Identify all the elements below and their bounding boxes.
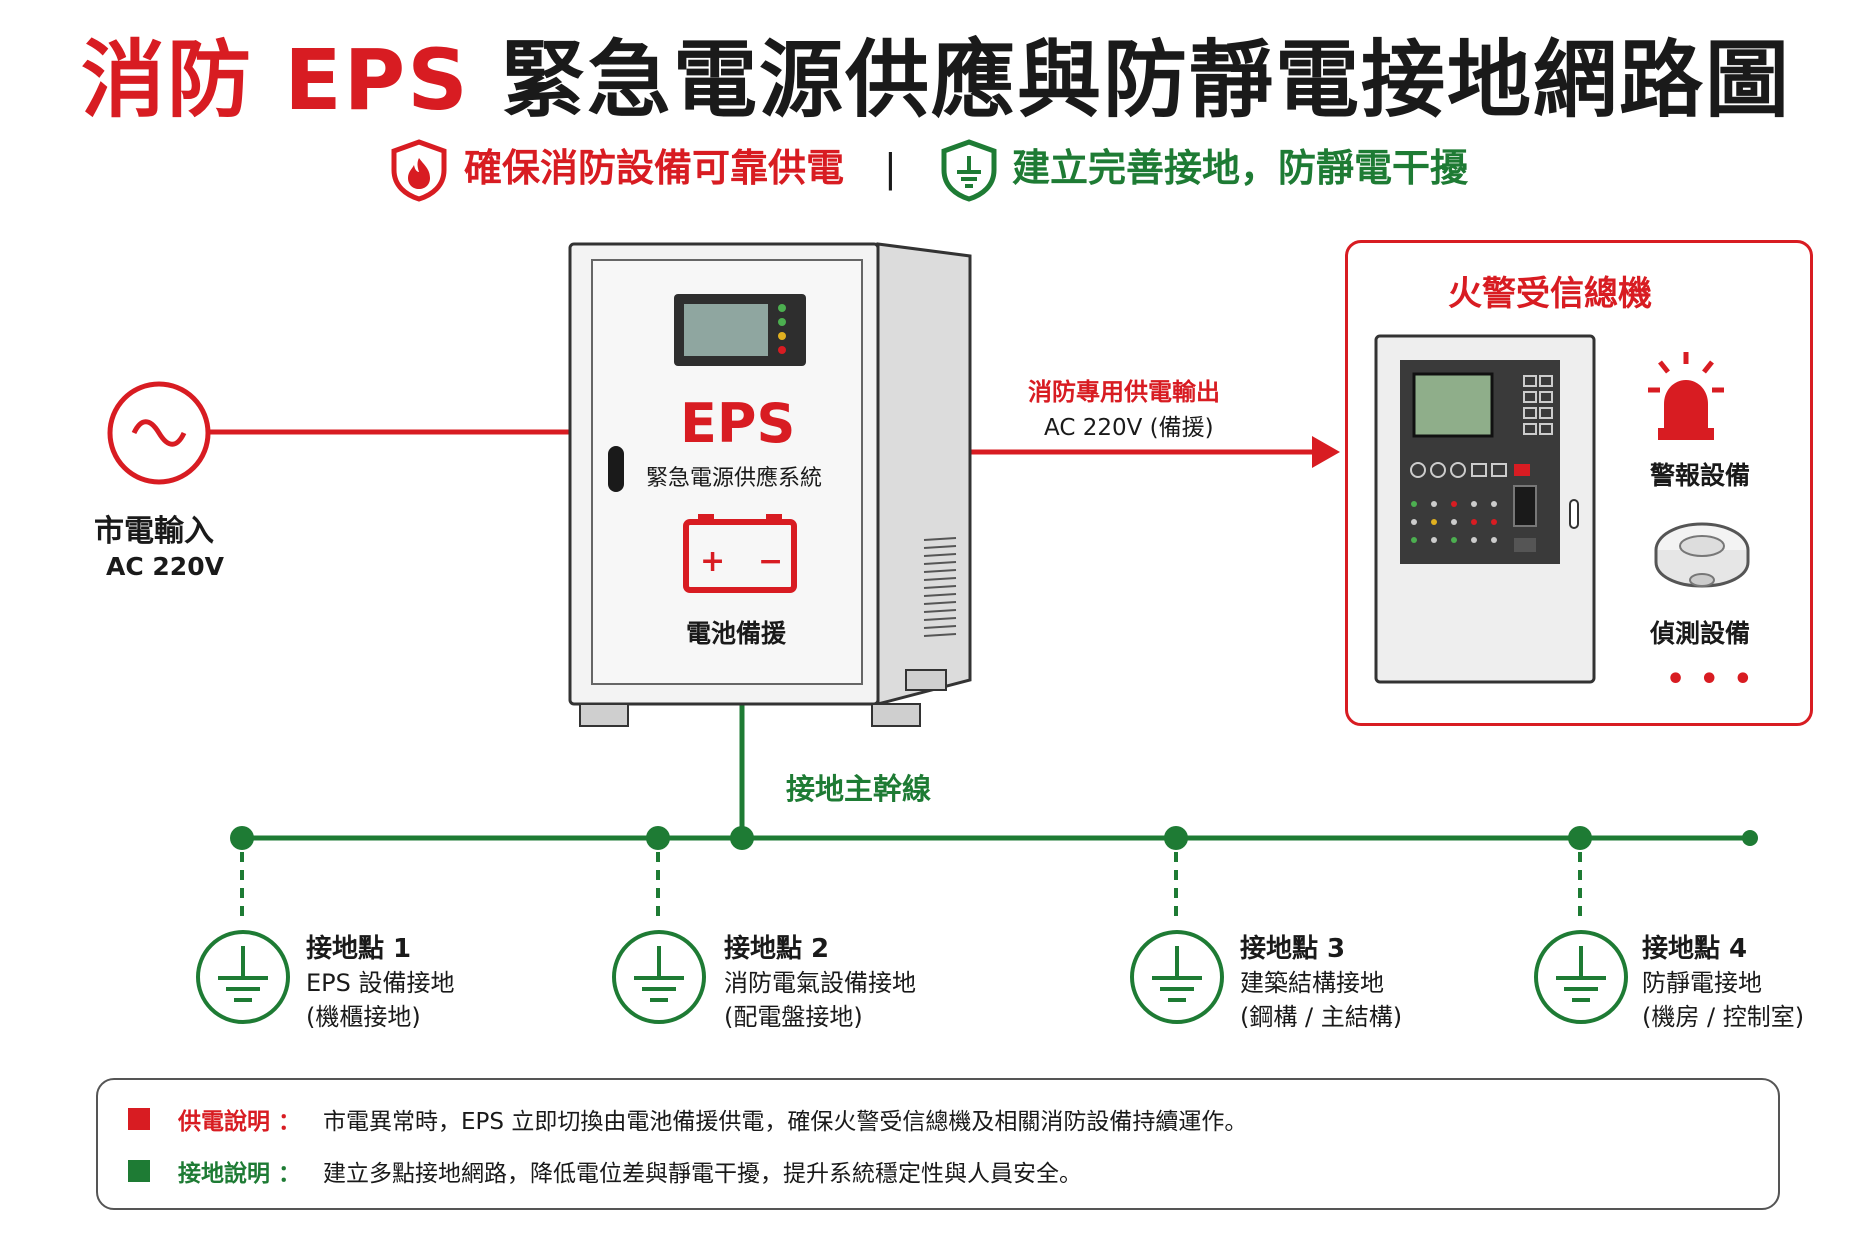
ground-symbol-icon-3	[1128, 928, 1226, 1026]
ground-point-2-line2: (配電盤接地)	[724, 1003, 863, 1031]
ground-point-1-title: 接地點 1	[306, 934, 412, 964]
battery-minus: −	[758, 544, 784, 579]
battery-plus: +	[700, 544, 726, 579]
ac-source-icon	[106, 380, 212, 486]
ground-point-3-line2: (鋼構 / 主結構)	[1240, 1003, 1403, 1031]
ground-symbol-icon-1	[194, 928, 292, 1026]
legend-ground-key: 接地說明 ：	[178, 1161, 302, 1187]
title-red-part: 消防 EPS	[81, 31, 470, 129]
ground-point-1-line2: (機櫃接地)	[306, 1003, 421, 1031]
output-arrow-head	[1312, 436, 1340, 468]
output-title: 消防專用供電輸出	[1028, 378, 1220, 406]
eps-big-label: EPS	[680, 392, 796, 455]
mains-title: 市電輸入	[94, 514, 214, 549]
ground-node-3	[1164, 826, 1188, 850]
detector-label: 偵測設備	[1650, 619, 1751, 648]
ground-node-2	[646, 826, 670, 850]
smoke-detector-icon	[1652, 516, 1752, 600]
output-voltage: AC 220V (備援)	[1044, 415, 1214, 441]
ground-point-4-line1: 防靜電接地	[1642, 969, 1762, 997]
page-title: 消防 EPS 緊急電源供應與防靜電接地網路圖	[0, 30, 1872, 130]
eps-system-name: 緊急電源供應系統	[646, 466, 823, 491]
ground-node-4	[1568, 826, 1592, 850]
fire-panel-title: 火警受信總機	[1448, 274, 1652, 314]
fire-alarm-control-unit	[1374, 334, 1596, 686]
ground-point-1-line1: EPS 設備接地	[306, 969, 455, 997]
trunk-label: 接地主幹線	[786, 772, 932, 806]
fire-alarm-panel-box	[1345, 240, 1813, 726]
legend-ground-row: 接地說明 ： 建立多點接地網路，降低電位差與靜電干擾，提升系統穩定性與人員安全。	[128, 1154, 1082, 1188]
subtitle-separator: |	[884, 146, 897, 190]
alarm-label: 警報設備	[1650, 461, 1751, 490]
ground-point-4-line2: (機房 / 控制室)	[1642, 1003, 1805, 1031]
ground-symbol-icon-4	[1532, 928, 1630, 1026]
legend-ground-text: 建立多點接地網路，降低電位差與靜電干擾，提升系統穩定性與人員安全。	[323, 1161, 1083, 1187]
eps-cabinet	[566, 240, 976, 730]
fire-shield-icon	[388, 138, 450, 202]
ground-shield-icon	[938, 138, 1000, 202]
ground-point-2-line1: 消防電氣設備接地	[724, 969, 916, 997]
bus-end-dot	[1742, 830, 1758, 846]
legend-green-square	[128, 1160, 150, 1182]
legend-box: 供電說明 ： 市電異常時，EPS 立即切換由電池備援供電，確保火警受信總機及相關…	[96, 1078, 1780, 1210]
ground-symbol-icon-2	[610, 928, 708, 1026]
ground-point-4-title: 接地點 4	[1642, 934, 1748, 964]
more-devices-dots: • • •	[1666, 662, 1755, 697]
mains-voltage: AC 220V	[106, 552, 224, 581]
battery-label: 電池備援	[686, 619, 787, 648]
ground-point-2-title: 接地點 2	[724, 934, 830, 964]
subtitle-left: 確保消防設備可靠供電	[464, 146, 845, 190]
legend-red-square	[128, 1108, 150, 1130]
trunk-junction	[730, 826, 754, 850]
legend-power-key: 供電說明 ：	[178, 1109, 302, 1135]
subtitle-right: 建立完善接地，防靜電干擾	[1012, 146, 1469, 190]
legend-power-row: 供電說明 ： 市電異常時，EPS 立即切換由電池備援供電，確保火警受信總機及相關…	[128, 1102, 1247, 1136]
ground-point-3-line1: 建築結構接地	[1240, 969, 1384, 997]
alarm-beacon-icon	[1646, 350, 1726, 444]
legend-power-text: 市電異常時，EPS 立即切換由電池備援供電，確保火警受信總機及相關消防設備持續運…	[323, 1109, 1248, 1135]
ground-point-3-title: 接地點 3	[1240, 934, 1346, 964]
ground-node-1	[230, 826, 254, 850]
title-main-part: 緊急電源供應與防靜電接地網路圖	[500, 31, 1791, 129]
